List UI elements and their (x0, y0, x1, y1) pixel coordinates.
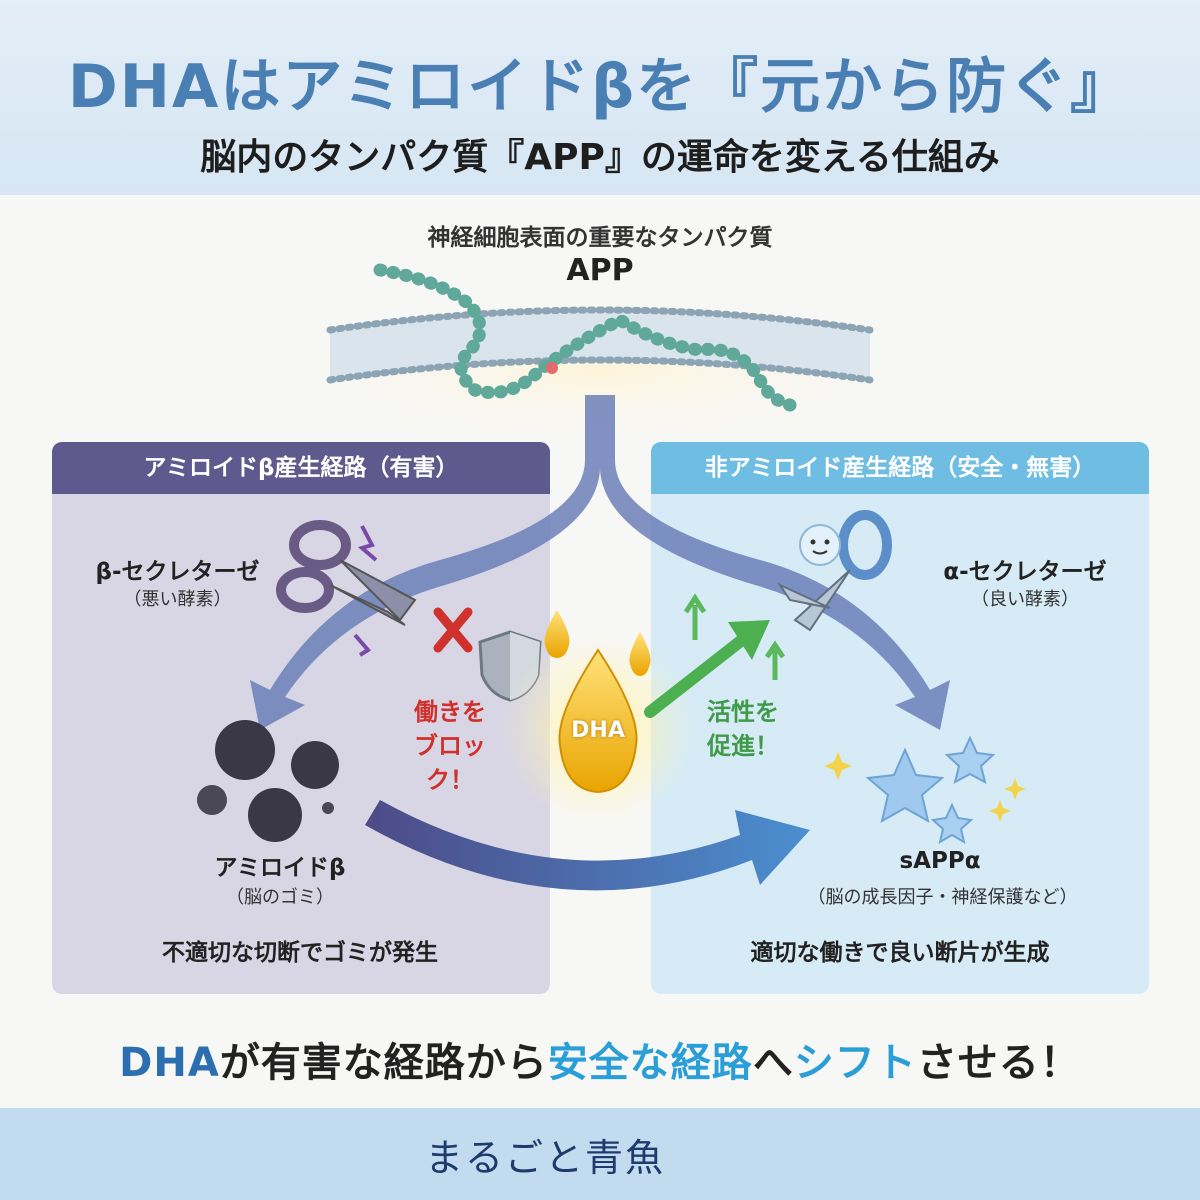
alpha-secretase-note: （良い酵素） (971, 589, 1079, 610)
beta-secretase-scissors-icon (276, 520, 417, 657)
promote-label-line2: 促進！ (707, 732, 779, 760)
alpha-secretase-label: α-セクレターゼ (943, 559, 1107, 585)
header-band (0, 0, 1200, 195)
promote-arrow-icon (644, 593, 786, 718)
app-description: 神経細胞表面の重要なタンパク質 (427, 225, 773, 251)
sappa-label: sAPPα (899, 848, 981, 874)
amyloid-pathway-description: 不適切な切断でゴミが発生 (162, 940, 438, 966)
promote-label: 活性を 促進！ (688, 695, 798, 763)
non-amyloid-pathway-description: 適切な働きで良い断片が生成 (750, 940, 1050, 966)
sappa-stars-icon (824, 735, 1026, 845)
block-label-line2: ブロック！ (414, 732, 486, 794)
sappa-note: （脳の成長因子・神経保護など） (807, 887, 1078, 908)
block-label: 働きを ブロック！ (395, 695, 505, 797)
block-x-icon (433, 607, 473, 653)
conclusion-part5: シフト (793, 1040, 917, 1086)
conclusion-part1: DHA (119, 1040, 220, 1086)
promote-label-line1: 活性を (707, 698, 779, 726)
conclusion-part6: させる！ (916, 1040, 1081, 1086)
dha-drop-label: DHA (571, 718, 625, 743)
block-label-line1: 働きを (414, 698, 486, 726)
brand-name: まるごと青魚 (424, 1136, 665, 1180)
conclusion-part2: が有害な経路から (219, 1040, 548, 1086)
amyloid-beta-clumps-icon (197, 720, 339, 842)
beta-secretase-note: （悪い酵素） (123, 589, 232, 610)
alpha-secretase-scissors-icon (777, 510, 892, 632)
shift-arrow (365, 800, 810, 891)
page-subtitle: 脳内のタンパク質『APP』の運命を変える仕組み (200, 137, 1000, 178)
split-arrow (250, 395, 950, 730)
conclusion-part3: 安全な経路 (547, 1040, 753, 1086)
conclusion-part4: へ (752, 1040, 794, 1086)
page-title: DHAはアミロイドβを『元から防ぐ』 (67, 52, 1133, 122)
amyloid-beta-label: アミロイドβ (214, 855, 346, 881)
conclusion-text: DHAが有害な経路から安全な経路へシフトさせる！ (0, 1030, 1200, 1088)
dha-drop-icon (544, 610, 651, 794)
beta-secretase-label: β-セクレターゼ (95, 559, 260, 585)
amyloid-pathway-heading: アミロイドβ産生経路（有害） (52, 442, 550, 494)
non-amyloid-pathway-heading: 非アミロイド産生経路（安全・無害） (651, 442, 1149, 494)
footer-band (0, 1108, 1200, 1200)
amyloid-beta-note: （脳のゴミ） (226, 887, 334, 908)
non-amyloid-pathway-panel: 非アミロイド産生経路（安全・無害） (651, 442, 1149, 994)
app-label: APP (566, 253, 634, 288)
